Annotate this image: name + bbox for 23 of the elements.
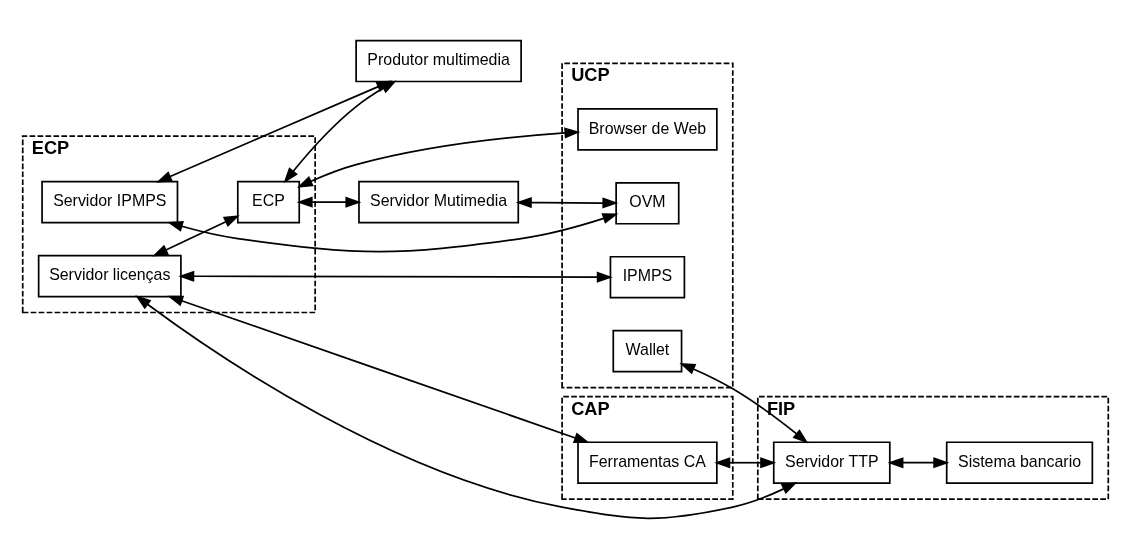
arrow xyxy=(135,294,798,519)
arrow xyxy=(887,456,950,468)
arrow xyxy=(152,214,240,257)
node-box: OVM xyxy=(615,181,680,225)
arrow xyxy=(515,196,619,209)
arrow xyxy=(167,212,619,252)
arrow xyxy=(167,295,590,443)
arrow xyxy=(679,362,809,444)
node-box: Servidor Mutimedia xyxy=(358,180,520,223)
arrow xyxy=(296,196,362,208)
arrow xyxy=(178,270,613,283)
node-box: Servidor TTP xyxy=(772,440,891,484)
node-box: Browser de Web xyxy=(577,107,718,151)
node-box: Servidor IPMPS xyxy=(41,180,179,223)
node-box: Wallet xyxy=(612,329,683,373)
node-box: Ferramentas CA xyxy=(577,440,718,484)
node-box: IPMPS xyxy=(609,255,686,299)
node-box: ECP xyxy=(236,180,301,223)
node-box: Produtor multimedia xyxy=(355,39,522,82)
arrow xyxy=(296,126,581,188)
arrow xyxy=(714,456,777,468)
node-box: Servidor licenças xyxy=(37,254,182,297)
node-box: Sistema bancario xyxy=(945,440,1094,484)
